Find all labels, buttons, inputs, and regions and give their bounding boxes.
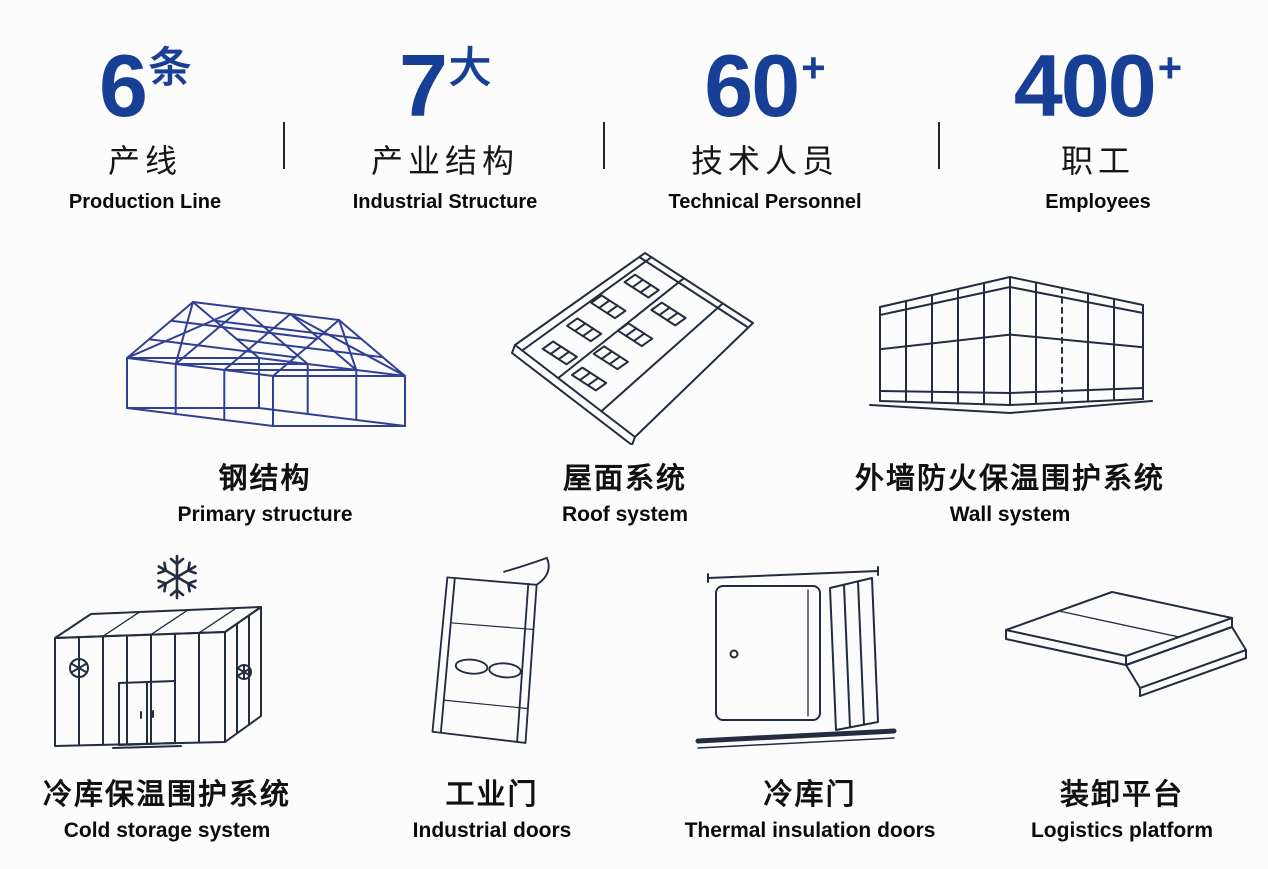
stat-label-zh: 技术人员 <box>690 143 839 179</box>
product-label-zh: 冷库门 <box>763 779 857 811</box>
stat-divider <box>938 122 940 169</box>
product-label-zh: 冷库保温围护系统 <box>42 779 291 811</box>
product-thermal-insulation-doors: 冷库门 Thermal insulation doors <box>628 548 992 843</box>
stat-label-en: Employees <box>1045 191 1151 213</box>
product-label-en: Wall system <box>949 503 1071 526</box>
product-wall-system: 外墙防火保温围护系统 Wall system <box>800 242 1220 527</box>
product-label-en: Cold storage system <box>63 819 271 842</box>
loading-platform-icon <box>960 548 1268 763</box>
stat-value: 400+ <box>1013 36 1183 135</box>
stat-value: 6条 <box>99 36 191 135</box>
fan-icon <box>69 657 89 678</box>
product-label-zh: 外墙防火保温围护系统 <box>854 463 1165 495</box>
product-label-zh: 装卸平台 <box>1059 779 1184 811</box>
product-industrial-doors: 工业门 Industrial doors <box>342 548 642 843</box>
steel-structure-icon <box>85 242 445 447</box>
stat-technical-personnel: 60+ 技术人员 Technical Personnel <box>655 40 875 214</box>
stat-label-zh: 产线 <box>107 143 182 179</box>
roof-system-icon <box>465 242 785 447</box>
fan-icon <box>236 663 252 680</box>
product-steel-structure: 钢结构 Primary structure <box>85 242 445 527</box>
stat-production-lines: 6条 产线 Production Line <box>35 40 255 214</box>
product-label-en: Industrial doors <box>412 819 572 842</box>
stat-divider <box>283 122 285 169</box>
stat-employees: 400+ 职工 Employees <box>988 40 1208 214</box>
stat-value: 7大 <box>399 36 491 135</box>
stat-value: 60+ <box>704 36 826 135</box>
stat-divider <box>603 122 605 169</box>
stat-label-en: Industrial Structure <box>352 191 538 213</box>
product-label-zh: 屋面系统 <box>562 463 687 495</box>
cold-storage-door-icon <box>628 548 992 763</box>
stat-industrial-structure: 7大 产业结构 Industrial Structure <box>335 40 555 214</box>
cold-storage-icon <box>0 548 334 763</box>
product-label-en: Roof system <box>561 503 689 526</box>
stat-label-zh: 职工 <box>1060 143 1135 179</box>
snowflake-icon <box>154 554 200 599</box>
product-label-en: Thermal insulation doors <box>684 819 936 842</box>
product-roof-system: 屋面系统 Roof system <box>465 242 785 527</box>
stat-label-en: Production Line <box>68 191 222 213</box>
product-label-zh: 工业门 <box>445 779 539 811</box>
product-cold-storage: 冷库保温围护系统 Cold storage system <box>0 548 334 843</box>
industrial-door-icon <box>342 548 642 763</box>
stat-label-zh: 产业结构 <box>370 143 519 179</box>
product-label-en: Logistics platform <box>1030 819 1214 842</box>
wall-system-icon <box>800 242 1220 447</box>
product-label-zh: 钢结构 <box>218 463 312 495</box>
product-logistics-platform: 装卸平台 Logistics platform <box>960 548 1268 843</box>
door <box>118 679 176 746</box>
stat-label-en: Technical Personnel <box>668 191 862 213</box>
product-label-en: Primary structure <box>177 503 353 526</box>
